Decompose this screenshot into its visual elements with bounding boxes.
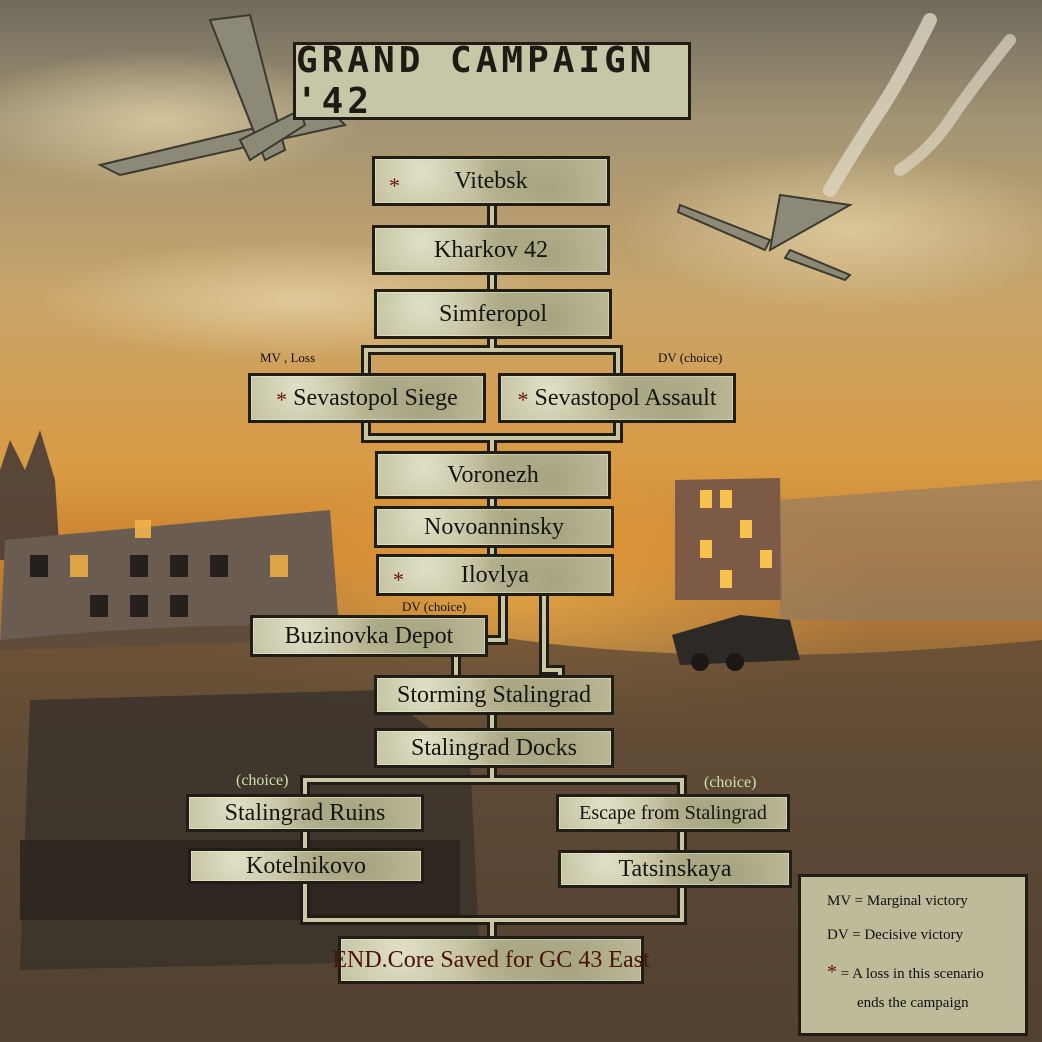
- scenario-label: Ilovlya: [461, 561, 529, 588]
- scenario-label: Stalingrad Ruins: [224, 799, 386, 826]
- scenario-label: Buzinovka Depot: [284, 622, 454, 649]
- scenario-voronezh[interactable]: Voronezh: [375, 451, 611, 499]
- campaign-title: GRAND CAMPAIGN '42: [293, 40, 691, 122]
- dv-choice-note: DV (choice): [402, 599, 467, 614]
- scenario-stalingrad-ruins[interactable]: Stalingrad Ruins: [186, 794, 424, 832]
- scenario-label: Stalingrad Docks: [411, 734, 577, 761]
- scenario-kotelnikovo[interactable]: Kotelnikovo: [188, 848, 424, 884]
- scenario-label: Escape from Stalingrad: [579, 801, 767, 824]
- scenario-vitebsk[interactable]: * Vitebsk: [372, 156, 610, 206]
- scenario-label: Kharkov 42: [434, 236, 548, 263]
- legend-box: MV = Marginal victory DV = Decisive vict…: [798, 874, 1028, 1036]
- scenario-label: Novoanninsky: [424, 513, 564, 540]
- legend-mv: MV = Marginal victory: [827, 893, 968, 909]
- scenario-label: Sevastopol Siege: [293, 384, 458, 411]
- legend-star-row: * = A loss in this scenario: [827, 961, 984, 984]
- scenario-label: Tatsinskaya: [618, 855, 732, 882]
- scenario-simferopol[interactable]: Simferopol: [374, 289, 612, 339]
- scenario-label: Vitebsk: [454, 167, 528, 194]
- scenario-tatsinskaya[interactable]: Tatsinskaya: [558, 850, 792, 888]
- scenario-novoanninsky[interactable]: Novoanninsky: [374, 506, 614, 548]
- legend-star-text-2: ends the campaign: [857, 995, 969, 1011]
- scenario-escape-from-stalingrad[interactable]: Escape from Stalingrad: [556, 794, 790, 832]
- campaign-end: END.Core Saved for GC 43 East: [332, 936, 650, 984]
- scenario-sevastopol-assault[interactable]: * Sevastopol Assault: [498, 373, 736, 423]
- end-label: END.Core Saved for GC 43 East: [332, 946, 650, 973]
- scenario-sevastopol-siege[interactable]: * Sevastopol Siege: [248, 373, 486, 423]
- loss-ends-campaign-icon: *: [827, 961, 837, 983]
- loss-ends-campaign-icon: *: [276, 387, 288, 412]
- scenario-ilovlya[interactable]: * Ilovlya: [376, 554, 614, 596]
- scenario-label: Simferopol: [439, 300, 547, 327]
- scenario-label: Voronezh: [447, 461, 539, 488]
- dv-choice-note: DV (choice): [658, 350, 723, 365]
- scenario-stalingrad-docks[interactable]: Stalingrad Docks: [374, 728, 614, 768]
- choice-note-left: (choice): [236, 772, 289, 789]
- legend-star-text: = A loss in this scenario: [840, 966, 984, 982]
- scenario-kharkov-42[interactable]: Kharkov 42: [372, 225, 610, 275]
- mv-loss-note: MV , Loss: [260, 350, 316, 365]
- choice-note-right: (choice): [704, 774, 757, 791]
- loss-ends-campaign-icon: *: [393, 567, 404, 592]
- loss-ends-campaign-icon: *: [389, 173, 400, 198]
- scenario-label: Storming Stalingrad: [397, 681, 591, 708]
- scenario-label: Kotelnikovo: [246, 852, 366, 879]
- scenario-buzinovka-depot[interactable]: Buzinovka Depot: [250, 615, 488, 657]
- scenario-label: Sevastopol Assault: [534, 384, 717, 411]
- loss-ends-campaign-icon: *: [517, 387, 529, 412]
- legend-dv: DV = Decisive victory: [827, 927, 964, 943]
- scenario-storming-stalingrad[interactable]: Storming Stalingrad: [374, 675, 614, 715]
